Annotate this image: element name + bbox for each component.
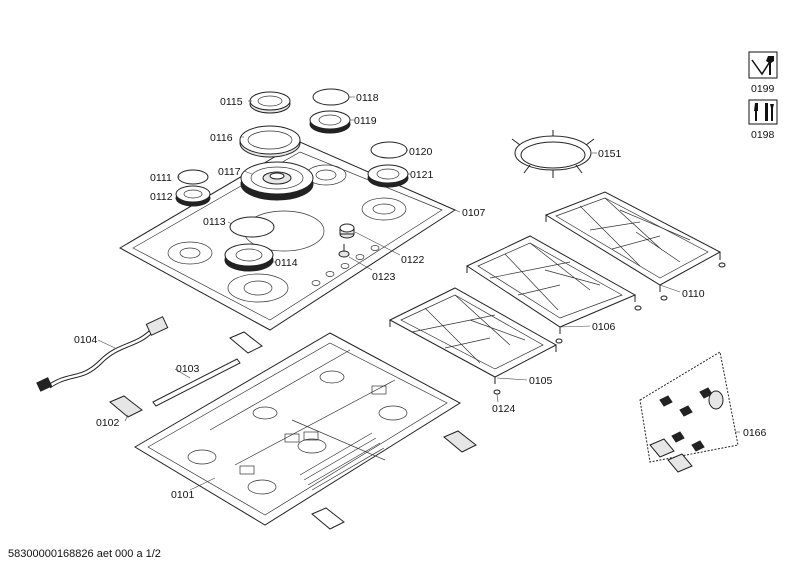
part-0116-burner-ring[interactable]: [239, 125, 301, 158]
leader-lines: [97, 96, 740, 491]
icon-label-0199: 0199: [751, 83, 775, 95]
repair-instruction-icon[interactable]: [748, 51, 778, 79]
label-0114: 0114: [275, 257, 298, 269]
part-0102-mounting-clip[interactable]: [109, 331, 477, 530]
label-0115: 0115: [220, 96, 243, 108]
part-0105-pan-support[interactable]: [388, 287, 558, 384]
label-0121: 0121: [410, 169, 434, 181]
label-0122: 0122: [401, 254, 425, 266]
label-0106: 0106: [592, 321, 616, 333]
part-labels: 0115 0116 0117 0118 0119 0120 0121 0111 …: [74, 92, 767, 501]
label-0116: 0116: [210, 132, 233, 144]
part-0166-parts-bag[interactable]: [639, 351, 739, 473]
part-0106-pan-support[interactable]: [465, 235, 637, 334]
label-0105: 0105: [529, 375, 553, 387]
label-0119: 0119: [354, 115, 377, 127]
label-0110: 0110: [682, 288, 705, 300]
label-0151: 0151: [598, 148, 622, 160]
part-0112-burner[interactable]: [175, 185, 211, 207]
tools-icon[interactable]: [748, 99, 778, 125]
label-0124: 0124: [492, 403, 516, 415]
part-0118-burner-cap[interactable]: [312, 88, 350, 106]
label-0118: 0118: [356, 92, 379, 104]
part-0115-burner-cap-ring[interactable]: [249, 91, 291, 114]
label-0111: 0111: [150, 172, 172, 184]
label-0101: 0101: [171, 489, 195, 501]
label-0123: 0123: [372, 271, 396, 283]
part-0113-burner-cap[interactable]: [229, 216, 275, 238]
label-0113: 0113: [203, 216, 226, 228]
part-0121-burner[interactable]: [367, 164, 409, 188]
part-0120-burner-cap[interactable]: [370, 141, 408, 159]
part-0123-spark-electrode[interactable]: [338, 244, 350, 258]
part-0101-bottom-tray[interactable]: [134, 332, 461, 526]
label-0107: 0107: [462, 207, 486, 219]
part-0114-burner[interactable]: [224, 243, 274, 272]
label-0102: 0102: [96, 417, 120, 429]
part-0110-pan-support[interactable]: [544, 191, 722, 292]
part-0119-burner[interactable]: [309, 110, 351, 134]
label-0120: 0120: [409, 146, 433, 158]
label-0104: 0104: [74, 334, 98, 346]
label-0166: 0166: [743, 427, 767, 439]
label-0112: 0112: [150, 191, 173, 203]
part-0104-power-cable[interactable]: [36, 316, 169, 392]
part-0111-burner-cap[interactable]: [177, 169, 209, 185]
document-footer: 58300000168826 aet 000 a 1/2: [8, 548, 161, 560]
label-0103: 0103: [176, 363, 200, 375]
icon-label-0198: 0198: [751, 129, 775, 141]
part-0124-rubber-foot[interactable]: [493, 262, 726, 395]
part-0117-wok-burner[interactable]: [240, 161, 314, 201]
part-0151-wok-ring[interactable]: [511, 130, 595, 178]
part-0122-knob-insert[interactable]: [339, 223, 355, 239]
label-0117: 0117: [218, 166, 241, 178]
part-0103-rod[interactable]: [152, 358, 241, 407]
